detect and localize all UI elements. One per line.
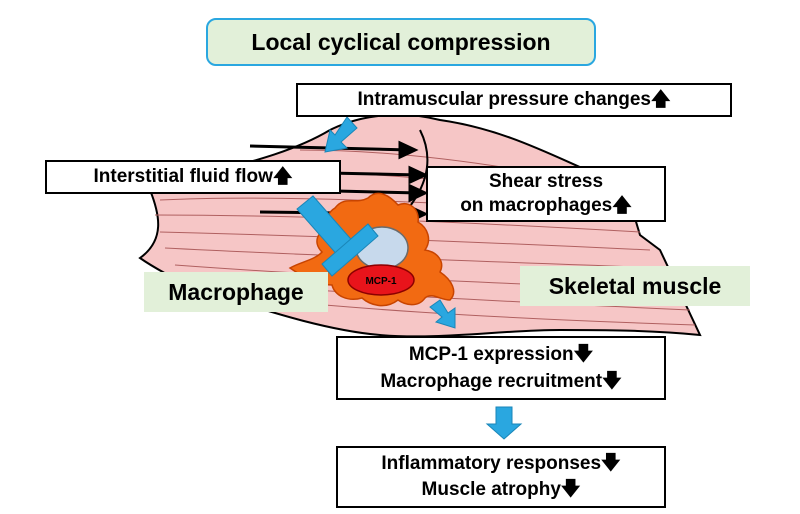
- down-arrow-icon: 🡇: [602, 371, 622, 392]
- down-arrow-icon: 🡇: [573, 344, 594, 365]
- shear-line2: on macrophages: [460, 195, 613, 216]
- up-arrow-icon: 🡅: [272, 166, 293, 187]
- title-text: Local cyclical compression: [251, 29, 551, 55]
- macrophage-label-box: Macrophage: [144, 272, 328, 312]
- outcome-line2: Muscle atrophy: [421, 479, 561, 500]
- down-arrow-icon: 🡇: [601, 453, 621, 474]
- outcome-line1: Inflammatory responses: [381, 453, 602, 474]
- skeletal-muscle-label-box: Skeletal muscle: [520, 266, 750, 306]
- shear-line1: Shear stress: [488, 171, 604, 192]
- mcp1-ellipse: [347, 264, 415, 296]
- outcome-box: Inflammatory responses🡇 Muscle atrophy🡇: [336, 446, 666, 508]
- pressure-box: Intramuscular pressure changes🡅: [296, 83, 732, 117]
- title-box: Local cyclical compression: [206, 18, 596, 66]
- down-arrow: [485, 406, 523, 440]
- fluid-flow-text: Interstitial fluid flow: [93, 166, 273, 187]
- expression-line1: MCP-1 expression: [408, 344, 574, 365]
- skeletal-muscle-label: Skeletal muscle: [548, 273, 722, 299]
- pressure-text: Intramuscular pressure changes: [357, 89, 652, 110]
- fluid-flow-box: Interstitial fluid flow🡅: [45, 160, 341, 194]
- expression-line2: Macrophage recruitment: [380, 371, 603, 392]
- macrophage-label: Macrophage: [168, 279, 304, 305]
- down-arrow-icon: 🡇: [560, 479, 581, 500]
- blue-arrows: [296, 116, 523, 440]
- expression-box: MCP-1 expression🡇 Macrophage recruitment…: [336, 336, 666, 400]
- macrophage-arrow: [429, 299, 456, 329]
- mcp1-label: MCP-1: [365, 276, 397, 287]
- fluid-blocker-arrow: [296, 195, 379, 277]
- up-arrow-icon: 🡅: [612, 195, 632, 216]
- shear-stress-box: Shear stress on macrophages🡅: [426, 166, 666, 222]
- up-arrow-icon: 🡅: [651, 89, 671, 110]
- pressure-arrow: [324, 116, 358, 153]
